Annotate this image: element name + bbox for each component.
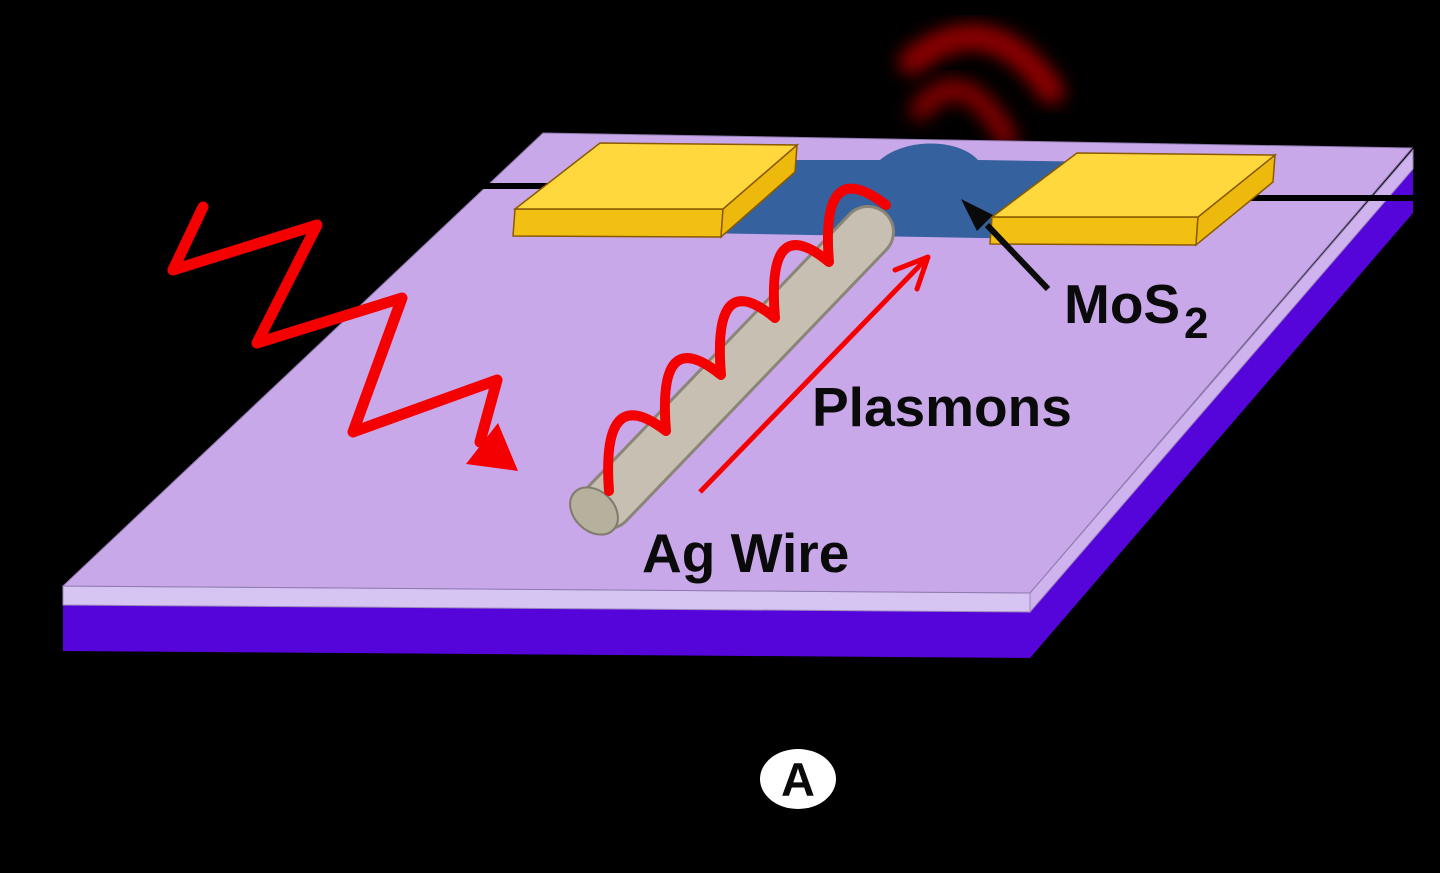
plasmon-wave bbox=[603, 183, 891, 496]
label-plasmons: Plasmons bbox=[812, 376, 1072, 438]
electrode-right-front-face bbox=[989, 216, 1199, 246]
mos2-pointer-shaft bbox=[984, 222, 1051, 292]
panel-badge-circle bbox=[760, 749, 836, 809]
label-mos2-subscript: 2 bbox=[1184, 299, 1208, 348]
incident-light-zigzag bbox=[167, 201, 503, 448]
electrode-left-top-face bbox=[512, 142, 799, 210]
substrate-front-side bbox=[63, 605, 1030, 658]
electrode-left bbox=[512, 142, 799, 239]
label-mos2: MoS 2 bbox=[1064, 273, 1208, 348]
plasmon-arrow-shaft bbox=[698, 255, 930, 494]
electrode-right bbox=[989, 152, 1278, 247]
ag-wire-end-cap bbox=[569, 486, 619, 536]
incident-light-arrowhead bbox=[466, 423, 518, 471]
label-ag-wire: Ag Wire bbox=[642, 522, 849, 584]
incident-light-arrow bbox=[167, 201, 518, 471]
emission-glow-core-outer bbox=[906, 32, 1057, 97]
plasmon-direction-arrow bbox=[698, 254, 931, 494]
panel-badge-label: A bbox=[781, 753, 815, 806]
mos2-pointer-arrow bbox=[961, 199, 1051, 292]
emission-glow-arc-inner bbox=[910, 79, 1017, 148]
label-mos2-base: MoS bbox=[1064, 273, 1180, 335]
emission-glow bbox=[899, 25, 1064, 148]
substrate-right-edge-layer bbox=[1029, 148, 1414, 614]
ag-wire bbox=[569, 205, 895, 536]
plasmon-arrow-head bbox=[892, 254, 931, 292]
ag-wire-body bbox=[584, 208, 892, 527]
mos2-pointer-head bbox=[961, 199, 993, 231]
panel-badge: A bbox=[760, 749, 836, 809]
substrate-right-side bbox=[1030, 169, 1413, 658]
electrode-right-top-face bbox=[989, 152, 1278, 218]
electrode-left-front-face bbox=[512, 208, 724, 238]
